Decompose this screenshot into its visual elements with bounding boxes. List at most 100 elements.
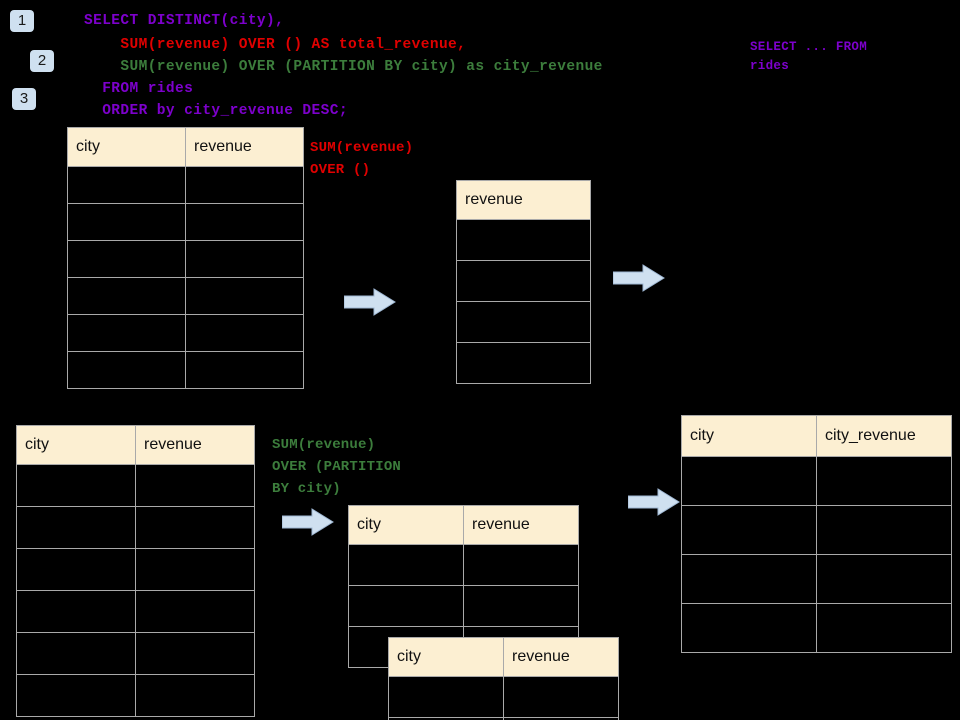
table-cell bbox=[16, 632, 136, 675]
table-cell bbox=[16, 674, 136, 717]
column-header: city bbox=[388, 637, 504, 677]
table-cell bbox=[67, 277, 186, 315]
table-cell bbox=[135, 632, 255, 675]
table-cell bbox=[16, 590, 136, 633]
sql-line-order-by: ORDER by city_revenue DESC; bbox=[84, 103, 348, 119]
table-cell bbox=[681, 554, 817, 604]
arrow-total-to-result-icon bbox=[613, 264, 665, 292]
column-header: revenue bbox=[463, 505, 579, 545]
table-row bbox=[456, 219, 591, 261]
table-total-revenue: revenue bbox=[456, 180, 591, 384]
table-row bbox=[67, 166, 304, 204]
table-row bbox=[67, 203, 304, 241]
table-row bbox=[348, 585, 579, 627]
table-cell bbox=[185, 351, 304, 389]
table-cell bbox=[185, 240, 304, 278]
table-cell bbox=[816, 603, 952, 653]
table-row bbox=[67, 277, 304, 315]
side-note-rides: rides bbox=[750, 59, 790, 73]
table-row bbox=[348, 544, 579, 586]
table-cell bbox=[456, 260, 591, 302]
table-cell bbox=[135, 506, 255, 549]
annotation-total-line1: SUM(revenue) bbox=[310, 140, 414, 156]
table-cell bbox=[503, 676, 619, 718]
table-cell bbox=[185, 277, 304, 315]
table-row bbox=[456, 260, 591, 302]
table-cell bbox=[816, 505, 952, 555]
table-cell bbox=[67, 240, 186, 278]
step-badge-1: 1 bbox=[10, 10, 34, 32]
table-cell bbox=[348, 585, 464, 627]
sql-line-select: SELECT DISTINCT(city), bbox=[84, 13, 285, 29]
annotation-partition-line2: OVER (PARTITION bbox=[272, 459, 402, 475]
table-cell bbox=[348, 544, 464, 586]
table-row bbox=[456, 301, 591, 343]
table-cell bbox=[67, 203, 186, 241]
annotation-total-line2: OVER () bbox=[310, 162, 371, 178]
table-row bbox=[681, 505, 952, 555]
table-cell bbox=[463, 544, 579, 586]
table-row bbox=[681, 554, 952, 604]
table-row bbox=[67, 240, 304, 278]
table-row bbox=[681, 603, 952, 653]
table-cell bbox=[67, 351, 186, 389]
step-badge-2: 2 bbox=[30, 50, 54, 72]
table-cell bbox=[456, 342, 591, 384]
table-cell bbox=[16, 506, 136, 549]
column-header: city bbox=[67, 127, 186, 167]
column-header: city bbox=[348, 505, 464, 545]
column-header: revenue bbox=[135, 425, 255, 465]
table-row bbox=[388, 717, 619, 720]
table-cell bbox=[816, 456, 952, 506]
column-header: city_revenue bbox=[816, 415, 952, 457]
table-cell bbox=[135, 464, 255, 507]
step-badge-3: 3 bbox=[12, 88, 36, 110]
sql-line-total-revenue: SUM(revenue) OVER () AS total_revenue, bbox=[84, 37, 467, 53]
table-row bbox=[681, 456, 952, 506]
sql-line-from: FROM rides bbox=[84, 81, 194, 97]
table-row bbox=[67, 351, 304, 389]
table-cell bbox=[16, 464, 136, 507]
column-header: revenue bbox=[503, 637, 619, 677]
table-row bbox=[388, 676, 619, 718]
table-row bbox=[16, 674, 255, 717]
table-cell bbox=[185, 166, 304, 204]
table-cell bbox=[135, 548, 255, 591]
table-row bbox=[16, 590, 255, 633]
sql-line-city-revenue: SUM(revenue) OVER (PARTITION BY city) as… bbox=[84, 59, 603, 75]
arrow-source-to-partition-icon bbox=[282, 508, 334, 536]
column-header: city bbox=[16, 425, 136, 465]
table-cell bbox=[185, 203, 304, 241]
table-cell bbox=[681, 603, 817, 653]
table-row bbox=[16, 464, 255, 507]
table-row bbox=[16, 506, 255, 549]
table-cell bbox=[456, 301, 591, 343]
table-cell bbox=[456, 219, 591, 261]
table-row bbox=[67, 314, 304, 352]
table-cell bbox=[135, 590, 255, 633]
column-header: revenue bbox=[456, 180, 591, 220]
arrow-source-to-total-icon bbox=[344, 288, 396, 316]
table-cell bbox=[16, 548, 136, 591]
arrow-partition-to-result-icon bbox=[628, 488, 680, 516]
table-cell bbox=[67, 314, 186, 352]
table-cell bbox=[463, 585, 579, 627]
table-cell bbox=[681, 505, 817, 555]
side-note-select-from: SELECT ... FROM bbox=[750, 40, 868, 54]
table-header-row: revenue bbox=[456, 180, 591, 220]
table-cell bbox=[503, 717, 619, 720]
table-cell bbox=[67, 166, 186, 204]
table-row bbox=[16, 632, 255, 675]
table-cell bbox=[135, 674, 255, 717]
annotation-partition-line1: SUM(revenue) bbox=[272, 437, 376, 453]
